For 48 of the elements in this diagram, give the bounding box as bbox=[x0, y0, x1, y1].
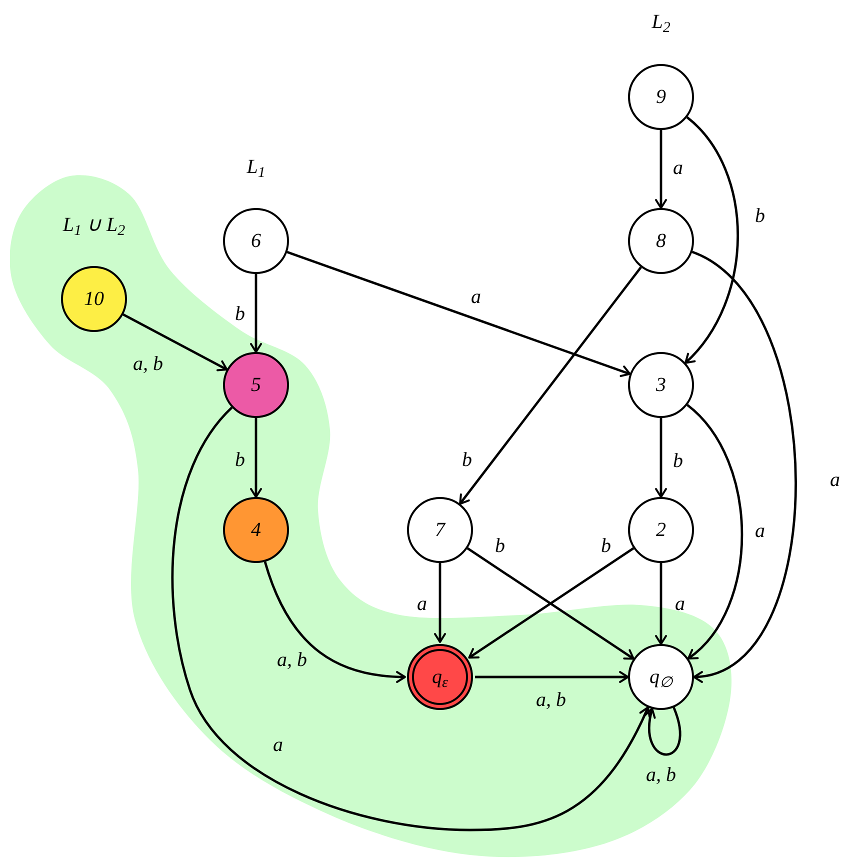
state-label: 5 bbox=[251, 375, 261, 395]
transition-arrow bbox=[122, 313, 228, 372]
transition-arrow bbox=[686, 404, 744, 660]
edge-label: b bbox=[601, 534, 611, 559]
edge-label: b bbox=[235, 448, 245, 473]
edge-label: b bbox=[495, 534, 505, 559]
region-label: L$_{1}$ ∪ L$_{2}$ bbox=[62, 213, 126, 240]
edge-label: b bbox=[235, 302, 245, 327]
transition-arrow bbox=[655, 130, 667, 209]
transition-arrow bbox=[684, 116, 739, 364]
transition-arrow bbox=[655, 418, 667, 498]
state-label: 8 bbox=[656, 231, 666, 251]
self-loop-arrow bbox=[644, 707, 682, 756]
edge-label: a bbox=[755, 519, 765, 544]
transition-arrow bbox=[459, 266, 642, 505]
transition-arrow bbox=[475, 671, 629, 683]
edge-label: b bbox=[462, 448, 472, 473]
edge-label: a bbox=[471, 285, 481, 310]
edge-label: a, b bbox=[277, 648, 307, 673]
edge-label: a bbox=[273, 733, 283, 758]
transition-arrow bbox=[692, 250, 797, 681]
set-label: L$_{2}$ bbox=[652, 10, 670, 37]
state-label: 3 bbox=[656, 375, 666, 395]
state-label: q$_{ε}$ bbox=[432, 667, 448, 687]
edge-label: a bbox=[673, 156, 683, 181]
state-label: 6 bbox=[251, 231, 261, 251]
edge-label: a bbox=[675, 592, 685, 617]
transition-arrow bbox=[250, 274, 262, 353]
edge-label: a, b bbox=[536, 688, 566, 713]
transition-arrow bbox=[434, 563, 446, 643]
set-label: L$_{1}$ bbox=[246, 155, 266, 182]
state-label: 7 bbox=[435, 520, 445, 540]
edge-label: b bbox=[755, 204, 765, 229]
state-label: 9 bbox=[656, 87, 666, 107]
edge-label: a bbox=[830, 468, 840, 493]
state-label: 10 bbox=[84, 289, 104, 309]
transition-arrow bbox=[286, 250, 631, 377]
state-label: 4 bbox=[251, 520, 261, 540]
transition-arrow bbox=[264, 561, 406, 683]
transition-arrow bbox=[655, 563, 667, 645]
transition-arrow bbox=[171, 406, 650, 832]
edge-label: a, b bbox=[646, 763, 676, 788]
transition-arrow bbox=[250, 418, 262, 498]
edge-label: a, b bbox=[133, 352, 163, 377]
edge-label: a bbox=[417, 592, 427, 617]
edge-label: b bbox=[673, 449, 683, 474]
state-label: q$_{∅}$ bbox=[650, 667, 672, 687]
state-label: 2 bbox=[656, 520, 666, 540]
